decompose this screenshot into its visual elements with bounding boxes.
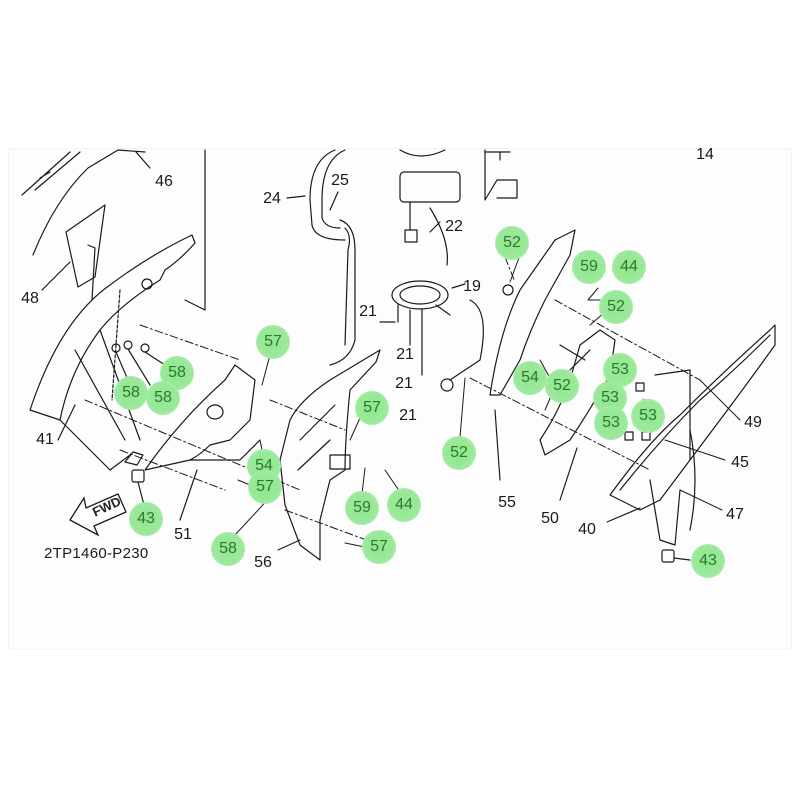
part-label: 46 [155, 173, 173, 190]
highlighted-part-number: 58 [168, 364, 186, 381]
part-label: 19 [463, 278, 481, 295]
part-label: 56 [254, 554, 272, 571]
highlighted-part-number: 58 [154, 389, 172, 406]
inner-panel-51 [144, 364, 261, 521]
highlighted-part-number: 58 [122, 384, 140, 401]
highlighted-part-bubble[interactable]: 53 [631, 399, 665, 433]
highlighted-part-bubble[interactable]: 58 [114, 376, 148, 410]
part-label: 49 [744, 414, 762, 431]
part-label: 25 [331, 172, 349, 189]
highlighted-part-number: 53 [611, 361, 629, 378]
highlighted-part-number: 58 [219, 540, 237, 557]
side-cowl-41 [29, 234, 196, 471]
highlighted-part-bubble[interactable]: 44 [612, 250, 646, 284]
part-label: 50 [541, 510, 559, 527]
fuel-pump-assembly [379, 149, 518, 392]
highlighted-part-number: 43 [699, 552, 717, 569]
side-cover-56 [277, 349, 381, 561]
highlighted-part-bubble[interactable]: 53 [594, 406, 628, 440]
highlighted-part-number: 53 [639, 407, 657, 424]
highlighted-part-number: 54 [255, 457, 273, 474]
highlighted-part-number: 43 [137, 510, 155, 527]
decal-48 [65, 204, 106, 301]
highlighted-part-bubble[interactable]: 57 [248, 470, 282, 504]
highlighted-part-number: 57 [370, 538, 388, 555]
highlighted-part-number: 57 [264, 333, 282, 350]
part-label: 51 [174, 526, 192, 543]
part-label: 22 [445, 218, 463, 235]
highlighted-part-number: 44 [620, 258, 638, 275]
highlighted-part-bubble[interactable]: 43 [129, 502, 163, 536]
highlighted-part-bubble[interactable]: 52 [442, 436, 476, 470]
highlighted-part-bubble[interactable]: 52 [545, 369, 579, 403]
part-label: 48 [21, 290, 39, 307]
highlighted-part-bubble[interactable]: 43 [691, 544, 725, 578]
highlighted-part-bubble[interactable]: 52 [495, 226, 529, 260]
part-label: 40 [578, 521, 596, 538]
decal-46 [21, 149, 151, 256]
part-label: 41 [36, 431, 54, 448]
highlighted-part-bubble[interactable]: 59 [572, 250, 606, 284]
part-label: 24 [263, 190, 281, 207]
highlighted-part-number: 54 [521, 369, 539, 386]
part-label: 45 [731, 454, 749, 471]
part-label: 14 [696, 146, 714, 163]
highlighted-part-number: 59 [353, 499, 371, 516]
part-label: 55 [498, 494, 516, 511]
highlighted-part-number: 52 [553, 377, 571, 394]
highlighted-part-bubble[interactable]: 57 [362, 530, 396, 564]
highlighted-part-bubble[interactable]: 58 [211, 532, 245, 566]
highlighted-part-number: 57 [363, 399, 381, 416]
part-label: 21 [359, 303, 377, 320]
fwd-arrow-icon [69, 493, 127, 537]
grommet-43 [131, 469, 145, 483]
grommet-43-right [661, 549, 675, 563]
part-label: 21 [399, 407, 417, 424]
inner-panel-50 [539, 329, 616, 501]
diagram-code: 2TP1460-P230 [44, 545, 149, 562]
highlighted-part-number: 52 [607, 298, 625, 315]
highlighted-part-number: 52 [450, 444, 468, 461]
highlighted-part-bubble[interactable]: 54 [513, 361, 547, 395]
highlighted-part-bubble[interactable]: 53 [603, 353, 637, 387]
highlighted-part-bubble[interactable]: 59 [345, 491, 379, 525]
part-label: 21 [395, 375, 413, 392]
highlighted-part-number: 53 [601, 389, 619, 406]
part-label: 21 [396, 346, 414, 363]
hose-24-25 [286, 149, 356, 366]
highlighted-part-bubble[interactable]: 57 [355, 391, 389, 425]
highlighted-part-bubble[interactable]: 44 [387, 488, 421, 522]
stay-55 [489, 229, 576, 481]
highlighted-part-number: 57 [256, 478, 274, 495]
highlighted-part-bubble[interactable]: 52 [599, 290, 633, 324]
part-label: 47 [726, 506, 744, 523]
highlighted-part-number: 44 [395, 496, 413, 513]
highlighted-part-bubble[interactable]: 57 [256, 325, 290, 359]
highlighted-part-number: 59 [580, 258, 598, 275]
highlighted-part-number: 53 [602, 414, 620, 431]
fasteners-58 [111, 340, 166, 386]
highlighted-part-number: 52 [503, 234, 521, 251]
highlighted-part-bubble[interactable]: 58 [146, 381, 180, 415]
